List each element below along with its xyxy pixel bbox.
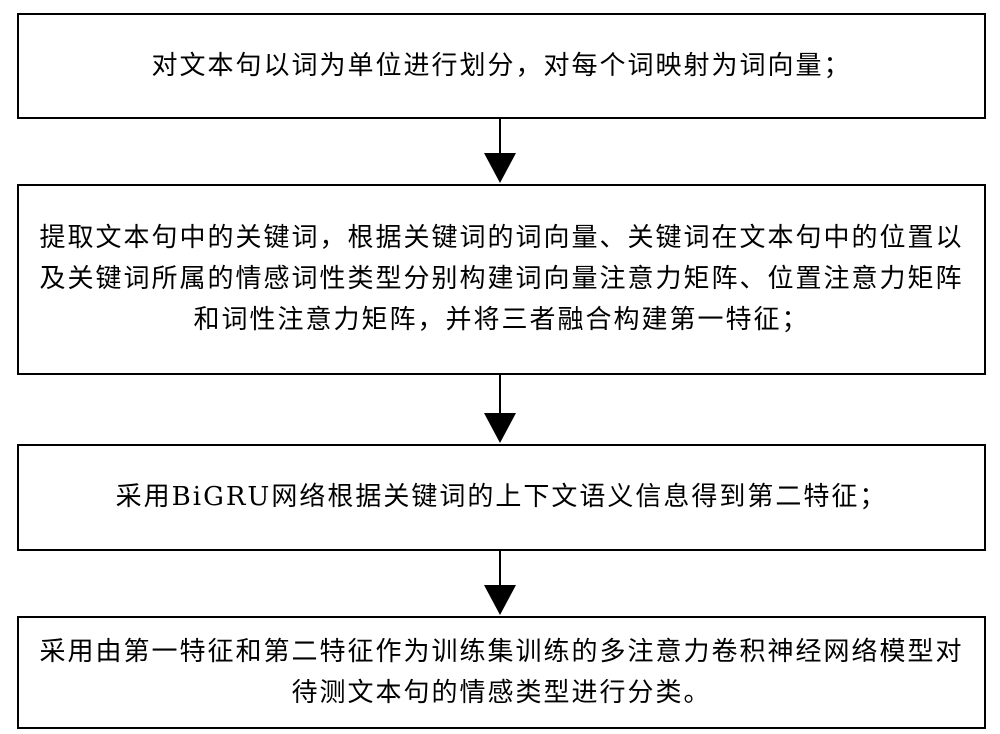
flow-step-1-text: 对文本句以词为单位进行划分，对每个词映射为词向量； [151,46,851,87]
flow-step-2: 提取文本句中的关键词，根据关键词的词向量、关键词在文本句中的位置以及关键词所属的… [17,184,986,375]
arrow-down-icon [478,551,522,616]
flow-step-4: 采用由第一特征和第二特征作为训练集训练的多注意力卷积神经网络模型对待测文本句的情… [17,616,986,729]
arrow-down-icon [478,119,522,184]
flow-step-3: 采用BiGRU网络根据关键词的上下文语义信息得到第二特征； [17,444,986,551]
arrow-down-icon [478,375,522,444]
flow-step-3-text: 采用BiGRU网络根据关键词的上下文语义信息得到第二特征； [116,477,888,518]
flow-step-2-text: 提取文本句中的关键词，根据关键词的词向量、关键词在文本句中的位置以及关键词所属的… [19,218,984,341]
flow-step-1: 对文本句以词为单位进行划分，对每个词映射为词向量； [17,13,986,119]
flow-step-4-text: 采用由第一特征和第二特征作为训练集训练的多注意力卷积神经网络模型对待测文本句的情… [19,632,984,714]
